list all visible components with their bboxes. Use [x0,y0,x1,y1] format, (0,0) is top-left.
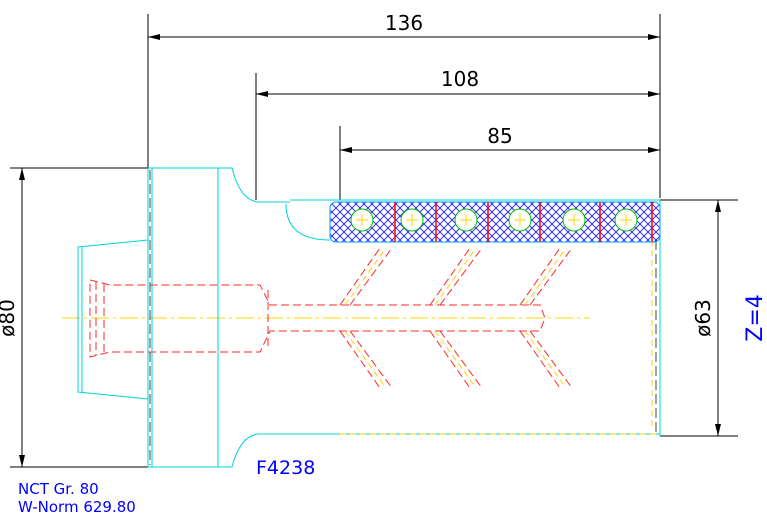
relief-groove [285,203,331,241]
insert-centers [356,214,632,226]
dim-label-85: 85 [487,124,512,148]
dim-label-108: 108 [441,67,479,91]
dimension-lines [10,14,738,468]
dim-label-80: ø80 [0,299,19,337]
front-recess [77,239,149,400]
tool-spec-line-2: W-Norm 629.80 [18,498,136,516]
tool-body-outline [77,167,661,468]
dim-label-63: ø63 [691,299,715,337]
neck-bottom [218,433,660,468]
dim-label-136: 136 [385,11,423,35]
insert-count-label: Z=4 [743,294,767,342]
part-code: F4238 [256,457,315,479]
hidden-features [89,247,573,389]
bore-outline [89,279,546,358]
knife-band [329,201,661,243]
body-flange [147,167,219,468]
knife-band-red-segments [394,202,653,242]
tool-spec-line-1: NCT Gr. 80 [18,480,99,498]
hidden-features-yellow [340,240,656,435]
knife-band-fill [329,201,661,243]
neck-top [218,167,290,203]
